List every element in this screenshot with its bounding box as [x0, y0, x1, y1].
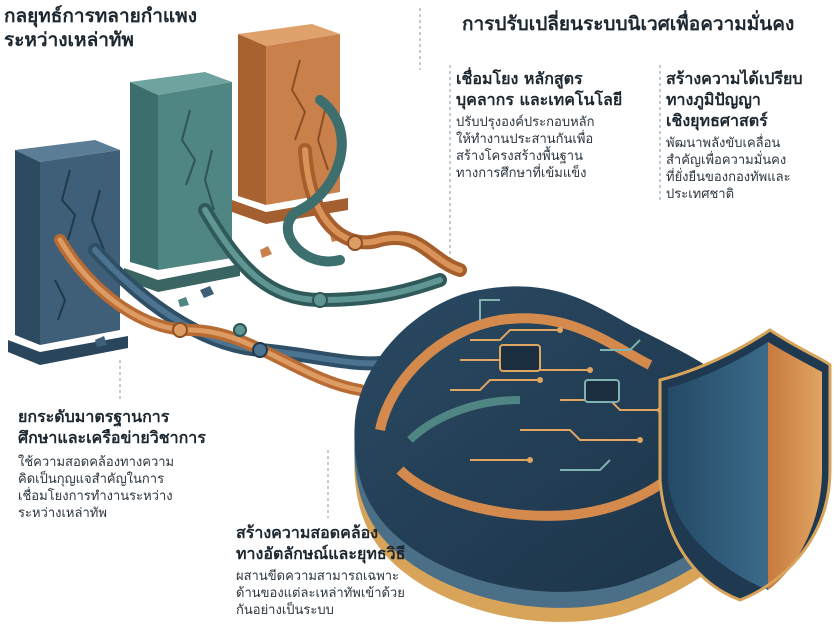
block-advantage-heading-1: สร้างความได้เปรียบ [666, 69, 803, 88]
block-education-heading-1: ยกระดับมาตรฐานการ [18, 407, 170, 426]
block-identity-heading-1: สร้างความสอดคล้อง [236, 523, 379, 542]
left-title-line-1: กลยุทธ์การทลายกำแพง [4, 5, 197, 27]
left-title: กลยุทธ์การทลายกำแพง ระหว่างเหล่าทัพ [4, 4, 197, 52]
block-identity-tactics: สร้างความสอดคล้อง ทางอัตลักษณ์และยุทธวิธ… [236, 522, 405, 619]
block-strategic-advantage: สร้างความได้เปรียบ ทางภูมิปัญญา เชิงยุทธ… [666, 68, 803, 203]
block-education-body-3: เชื่อมโยงการทำงานระหว่าง [18, 489, 173, 504]
block-identity-heading-2: ทางอัตลักษณ์และยุทธวิธี [236, 544, 406, 563]
block-connect-body-3: สร้างโครงสร้างพื้นฐาน [456, 149, 583, 164]
pillar-orange [232, 24, 348, 224]
block-education-heading-2: ศึกษาและเครือข่ายวิชาการ [18, 428, 206, 447]
block-advantage-body-4: ประเทศชาติ [666, 187, 735, 202]
block-advantage-heading-2: ทางภูมิปัญญา [666, 90, 761, 109]
block-identity-body-3: กันอย่างเป็นระบบ [236, 603, 334, 618]
block-connect-body-1: ปรับปรุงองค์ประกอบหลัก [456, 115, 595, 130]
shield [658, 328, 832, 602]
block-education-body-4: ระหว่างเหล่าทัพ [18, 506, 107, 521]
block-identity-body-2: ด้านของแต่ละเหล่าทัพเข้าด้วย [236, 586, 405, 601]
pillar-dark-blue [8, 140, 128, 365]
pipe-joints [172, 235, 363, 358]
block-education-standard: ยกระดับมาตรฐานการ ศึกษาและเครือข่ายวิชาก… [18, 406, 206, 522]
pillar-teal [124, 72, 240, 292]
block-education-body-1: ใช้ความสอดคล้องทางความ [18, 455, 175, 470]
block-connect-heading-1: เชื่อมโยง หลักสูตร [456, 69, 583, 88]
block-connect-heading-2: บุคลากร และเทคโนโลยี [456, 90, 623, 109]
block-advantage-body-2: สำคัญเพื่อความมั่นคง [666, 153, 787, 168]
block-connect-curriculum: เชื่อมโยง หลักสูตร บุคลากร และเทคโนโลยี … [456, 68, 622, 182]
right-title: การปรับเปลี่ยนระบบนิเวศเพื่อความมั่นคง [462, 13, 795, 35]
block-advantage-body-1: พัฒนาพลังขับเคลื่อน [666, 136, 781, 151]
block-identity-body-1: ผสานขีดความสามารถเฉพาะ [236, 569, 400, 584]
block-connect-body-2: ให้ทำงานประสานกันเพื่อ [456, 132, 594, 147]
block-advantage-body-3: ที่ยั่งยืนของกองทัพและ [666, 170, 791, 185]
block-connect-body-4: ทางการศึกษาที่เข้มแข็ง [456, 166, 587, 181]
block-advantage-heading-3: เชิงยุทธศาสตร์ [666, 111, 768, 130]
block-education-body-2: คิดเป็นกุญแจสำคัญในการ [18, 472, 165, 487]
left-title-line-2: ระหว่างเหล่าทัพ [4, 29, 134, 51]
